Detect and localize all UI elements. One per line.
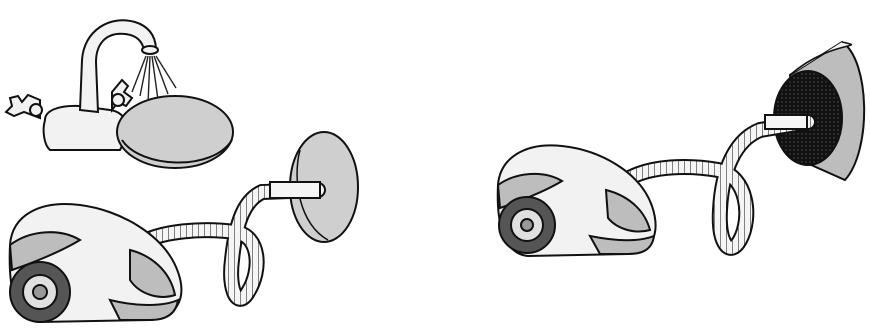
- filter-disc-icon: [117, 96, 233, 168]
- panel-clean-cylinder-filter: [498, 42, 864, 256]
- cylinder-filter-icon: [774, 42, 864, 180]
- vacuum-cleaner-icon: [10, 204, 182, 322]
- vacuum-cleaner-icon: [498, 145, 656, 256]
- panel-wash-and-dry: [6, 20, 358, 322]
